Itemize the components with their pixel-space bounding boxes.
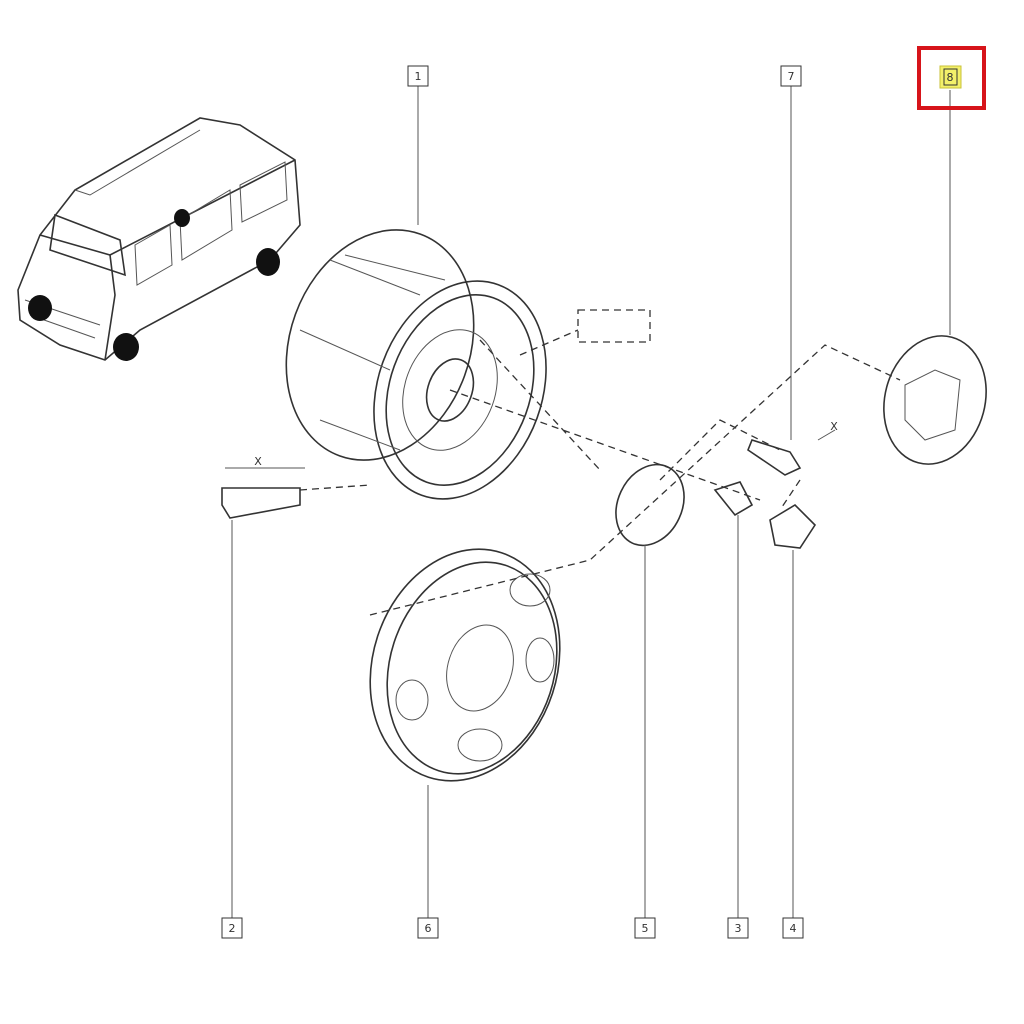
steel-wheel-rim	[285, 229, 547, 500]
callout-8[interactable]: 8	[943, 68, 958, 86]
svg-text:3: 3	[735, 922, 742, 935]
svg-text:4: 4	[790, 922, 797, 935]
optional-part-outline	[577, 309, 651, 343]
callout-4[interactable]: 4	[782, 917, 804, 939]
callout-7[interactable]: 7	[780, 65, 802, 87]
highlight-frame	[917, 46, 986, 110]
callout-3[interactable]: 3	[727, 917, 749, 939]
part-2-bolt	[221, 487, 301, 519]
part-4-clip	[769, 503, 817, 549]
dimension-mark-x: X	[254, 455, 262, 468]
part-3-nut	[713, 481, 754, 517]
wheel-trim-hubcap	[369, 548, 561, 782]
svg-text:1: 1	[415, 70, 422, 83]
centre-cap	[883, 335, 987, 465]
svg-text:8: 8	[947, 71, 954, 84]
callout-5[interactable]: 5	[634, 917, 656, 939]
svg-text:2: 2	[229, 922, 236, 935]
part-7-valve	[747, 439, 802, 476]
dimension-mark-x: X	[830, 420, 838, 433]
callout-2[interactable]: 2	[221, 917, 243, 939]
callout-6[interactable]: 6	[417, 917, 439, 939]
svg-text:5: 5	[642, 922, 649, 935]
callout-1[interactable]: 1	[407, 65, 429, 87]
part-5-cap	[615, 463, 685, 547]
svg-text:6: 6	[425, 922, 432, 935]
van-illustration	[17, 117, 301, 361]
svg-text:7: 7	[788, 70, 795, 83]
